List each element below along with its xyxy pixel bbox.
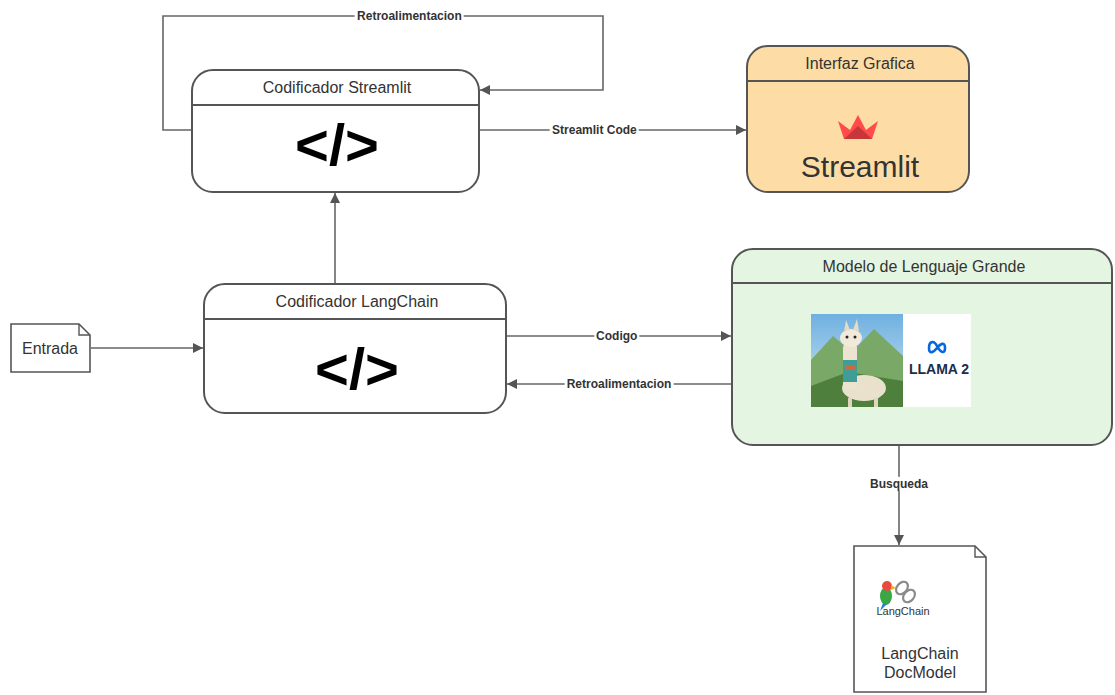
node-title: Interfaz Grafica — [805, 54, 914, 73]
langchain-logo — [880, 579, 917, 611]
edge-label: Retroalimentacion — [565, 377, 674, 391]
model-box: Modelo de Lenguaje GrandeLLAMA 2 — [731, 248, 1113, 446]
node-text: </> — [295, 110, 379, 180]
node-title: Modelo de Lenguaje Grande — [823, 257, 1026, 276]
edge-label: Codigo — [594, 329, 639, 343]
node-title: Codificador Streamlit — [263, 78, 412, 97]
input-document: Entrada — [10, 323, 91, 373]
edge-label: Busqueda — [868, 476, 930, 490]
node-text: LLAMA 2 — [909, 361, 969, 378]
connector — [91, 347, 203, 349]
node-title: Entrada — [22, 339, 78, 358]
node-text: </> — [315, 334, 399, 404]
process-box: Codificador LangChain </> — [203, 283, 507, 414]
edge-label: Retroalimentacion — [355, 9, 464, 23]
node-text: Streamlit — [801, 149, 919, 185]
connector — [334, 193, 336, 283]
process-box: Codificador Streamlit </> — [191, 69, 480, 193]
doc-model-document: LangChainLangChain DocModel — [853, 545, 987, 693]
node-text: LangChain DocModel — [865, 644, 975, 682]
output-box: Interfaz GraficaStreamlit — [746, 45, 970, 193]
connector — [898, 446, 900, 545]
streamlit-logo — [838, 115, 878, 139]
meta-logo — [929, 342, 945, 352]
node-title: LangChain — [876, 605, 929, 618]
llama-picture — [811, 314, 971, 407]
node-title: Codificador LangChain — [276, 292, 439, 311]
edge-label: Streamlit Code — [550, 123, 639, 137]
